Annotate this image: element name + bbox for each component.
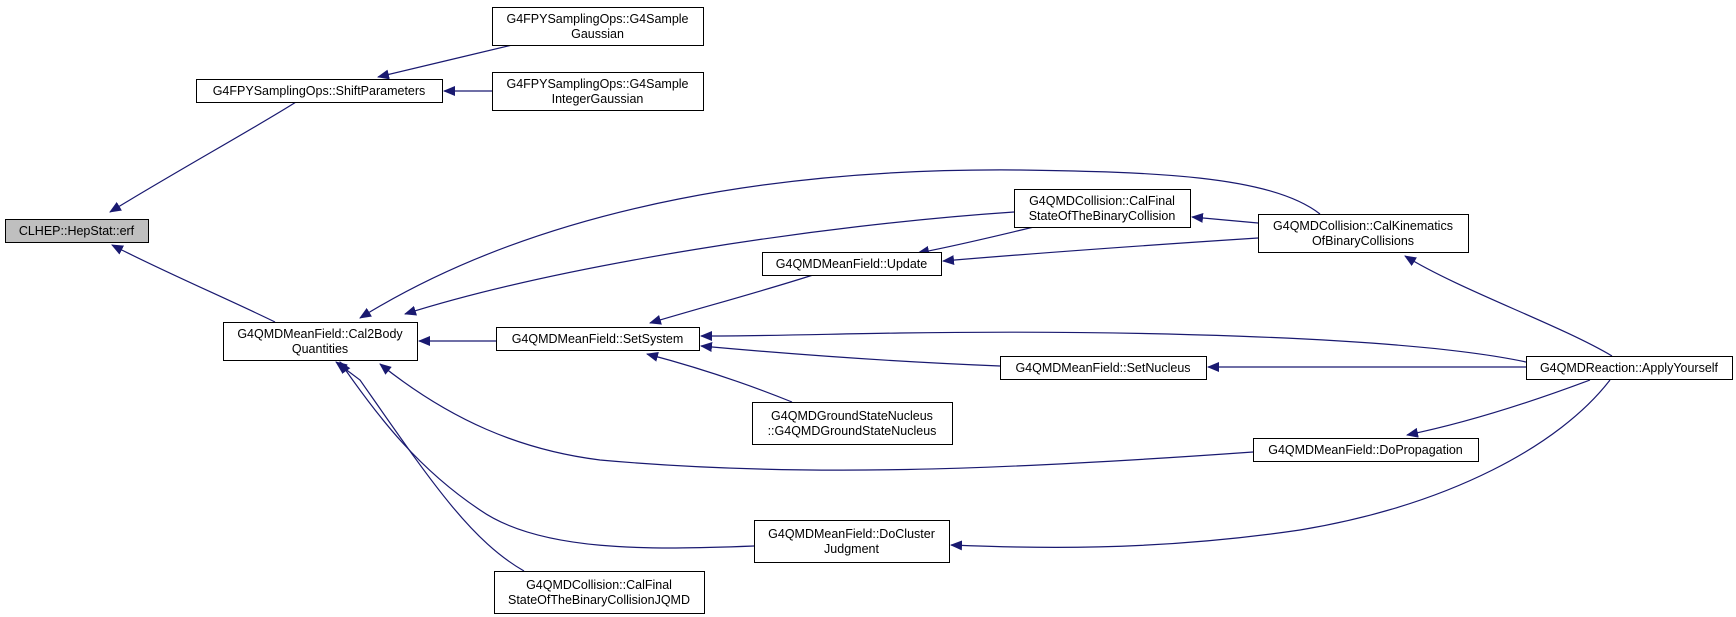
nodes: CLHEP::HepStat::erf G4FPYSamplingOps::Shi… <box>5 7 1733 614</box>
edge-gauss-to-shift <box>377 44 513 80</box>
edges <box>109 44 1613 572</box>
node-label-line: G4QMDGroundStateNucleus <box>771 409 933 423</box>
node-box <box>494 571 705 614</box>
node-doprop[interactable]: G4QMDMeanField::DoPropagation <box>1253 438 1479 462</box>
edge-apply-to-calkin <box>1404 255 1613 357</box>
node-box <box>492 72 704 111</box>
node-calfinaljqmd[interactable]: G4QMDCollision::CalFinalStateOfTheBinary… <box>494 571 705 614</box>
node-box <box>752 402 953 445</box>
node-label-line: G4QMDMeanField::DoPropagation <box>1268 443 1463 457</box>
node-groundstate[interactable]: G4QMDGroundStateNucleus::G4QMDGroundStat… <box>752 402 953 445</box>
edge-calfinal-to-update <box>917 226 1035 256</box>
node-setnucleus[interactable]: G4QMDMeanField::SetNucleus <box>1000 356 1207 380</box>
node-label-line: G4QMDCollision::CalFinal <box>1029 194 1175 208</box>
edge-calfinal-to-cal2body <box>404 211 1015 316</box>
edge-setnucleus-to-setsystem <box>700 342 1001 367</box>
node-box <box>492 7 704 46</box>
node-label-line: G4QMDCollision::CalFinal <box>526 578 672 592</box>
edge-docluster-to-cal2body <box>339 361 755 549</box>
node-label-line: StateOfTheBinaryCollisionJQMD <box>508 593 690 607</box>
node-label-line: StateOfTheBinaryCollision <box>1029 209 1176 223</box>
edge-apply-to-docluster <box>950 379 1611 551</box>
node-label-line: G4QMDMeanField::Update <box>776 257 928 271</box>
node-label-line: G4QMDMeanField::Cal2Body <box>237 327 403 341</box>
node-label-line: Quantities <box>292 342 348 356</box>
node-box <box>1526 356 1733 380</box>
node-label-line: G4QMDMeanField::DoCluster <box>768 527 935 541</box>
node-shift[interactable]: G4FPYSamplingOps::ShiftParameters <box>196 79 443 103</box>
edge-calkin-to-calfinal <box>1191 212 1259 224</box>
node-box <box>496 327 700 351</box>
edge-shift-to-erf <box>109 101 297 213</box>
node-apply[interactable]: G4QMDReaction::ApplyYourself <box>1526 356 1733 380</box>
node-update[interactable]: G4QMDMeanField::Update <box>762 252 942 276</box>
node-box <box>223 322 418 361</box>
node-label-line: G4QMDMeanField::SetSystem <box>512 332 684 346</box>
node-setsystem[interactable]: G4QMDMeanField::SetSystem <box>496 327 700 351</box>
node-intgauss[interactable]: G4FPYSamplingOps::G4SampleIntegerGaussia… <box>492 72 704 111</box>
node-box <box>762 252 942 276</box>
node-box <box>196 79 443 103</box>
edge-doprop-to-cal2body <box>379 363 1254 471</box>
edge-calfinaljqmd-to-cal2body <box>335 361 525 572</box>
node-label-line: ::G4QMDGroundStateNucleus <box>768 424 937 438</box>
node-label-line: Gaussian <box>571 27 624 41</box>
node-calfinal[interactable]: G4QMDCollision::CalFinalStateOfTheBinary… <box>1014 189 1191 228</box>
node-label-line: G4QMDCollision::CalKinematics <box>1273 219 1453 233</box>
node-box <box>754 520 950 563</box>
node-label-line: G4QMDReaction::ApplyYourself <box>1540 361 1719 375</box>
node-label-line: G4QMDMeanField::SetNucleus <box>1015 361 1190 375</box>
edge-groundstate-to-setsystem <box>646 351 793 403</box>
edge-update-to-setsystem <box>649 274 814 325</box>
node-label-line: OfBinaryCollisions <box>1312 234 1414 248</box>
edge-calkin-to-update <box>942 237 1259 266</box>
node-box <box>1014 189 1191 228</box>
node-box <box>1258 214 1469 253</box>
node-calkin[interactable]: G4QMDCollision::CalKinematicsOfBinaryCol… <box>1258 214 1469 253</box>
edge-cal2body-to-erf <box>111 244 276 323</box>
node-label-line: G4FPYSamplingOps::ShiftParameters <box>213 84 426 98</box>
node-box <box>5 219 149 243</box>
edge-apply-to-setsystem <box>700 330 1527 363</box>
node-label-line: IntegerGaussian <box>552 92 644 106</box>
node-box <box>1253 438 1479 462</box>
edge-doprop-to-apply <box>1406 379 1591 438</box>
node-box <box>1000 356 1207 380</box>
node-erf: CLHEP::HepStat::erf <box>5 219 149 243</box>
node-label-line: CLHEP::HepStat::erf <box>19 224 135 238</box>
node-label-line: Judgment <box>824 542 879 556</box>
node-label-line: G4FPYSamplingOps::G4Sample <box>506 12 688 26</box>
edge-calkin-to-cal2body <box>359 169 1321 319</box>
node-label-line: G4FPYSamplingOps::G4Sample <box>506 77 688 91</box>
